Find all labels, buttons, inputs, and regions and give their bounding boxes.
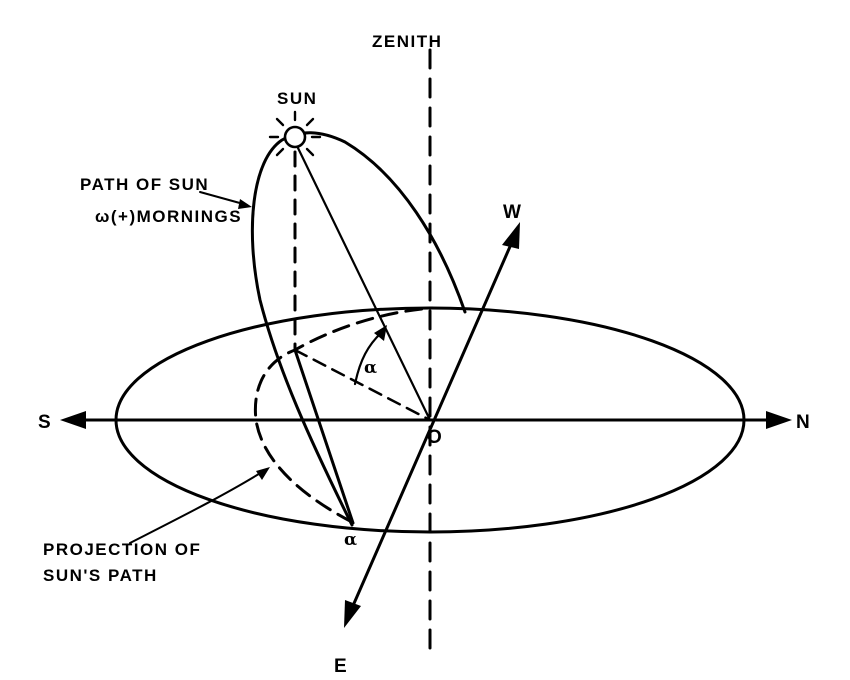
sun-to-origin-line <box>296 146 432 422</box>
projection-leader-arrowhead <box>256 467 270 480</box>
south-label: S <box>38 412 51 433</box>
projection-leader <box>129 471 263 544</box>
east-arrowhead <box>344 600 361 628</box>
zenith-label: ZENITH <box>372 32 442 51</box>
west-label: W <box>503 202 521 223</box>
projection-label-line2: SUN'S PATH <box>43 566 158 585</box>
sun-path-arc <box>250 131 467 527</box>
south-arrowhead <box>60 411 86 429</box>
origin-label: O <box>427 427 442 448</box>
path-of-sun-label: PATH OF SUN <box>80 175 209 194</box>
west-arrowhead <box>502 222 520 249</box>
alpha-angle-arrowhead <box>374 325 387 341</box>
sun-path-projection <box>253 306 434 524</box>
sun-label: SUN <box>277 89 317 108</box>
sun-icon <box>268 110 322 164</box>
path-of-sun-leader <box>199 191 248 206</box>
path-of-sun-leader-arrowhead <box>238 199 252 209</box>
alpha-upper-label: α <box>364 358 377 378</box>
north-arrowhead <box>766 411 792 429</box>
east-label: E <box>334 656 347 675</box>
mornings-label: ω(+)MORNINGS <box>95 207 242 226</box>
north-label: N <box>796 412 810 433</box>
alpha-lower-label: α <box>344 530 357 550</box>
projection-label-line1: PROJECTION OF <box>43 540 201 559</box>
projection-to-origin-line <box>293 348 432 422</box>
projection-to-lower-point-line <box>293 348 355 525</box>
east-west-axis <box>350 240 514 610</box>
